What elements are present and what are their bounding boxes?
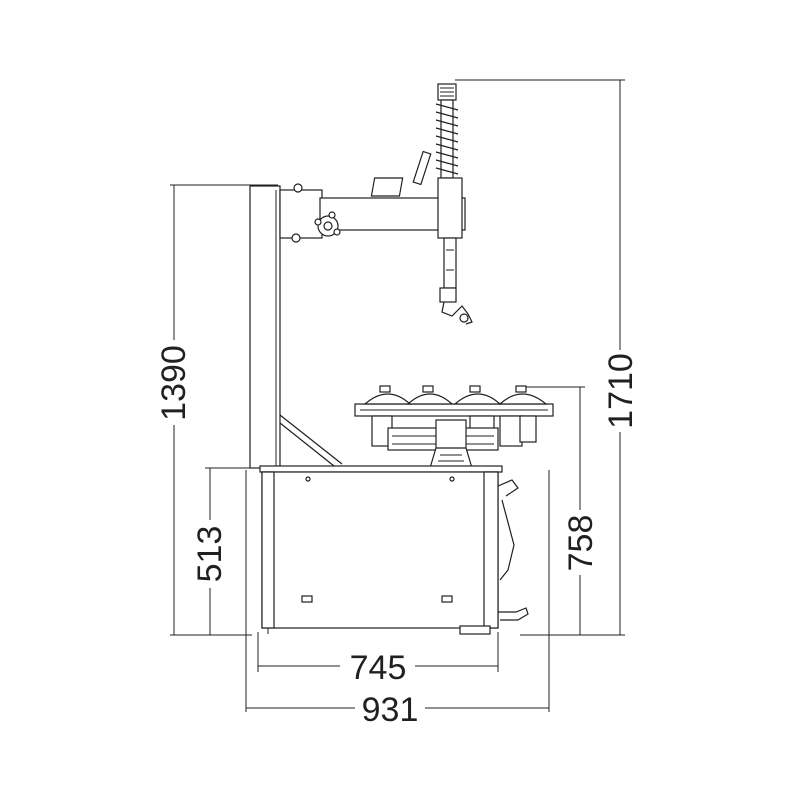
overall-height-label: 1710 — [602, 353, 640, 429]
mount-head — [439, 287, 473, 325]
overall-width-label: 931 — [362, 691, 419, 729]
dimension-lines — [170, 79, 625, 712]
handle-lever — [370, 150, 432, 197]
cabinet-slot-right — [441, 595, 453, 603]
turntable — [354, 385, 554, 469]
cabinet-slot-left — [301, 595, 313, 603]
cabinet-height-label: 513 — [191, 526, 229, 583]
clamp-jaws — [363, 385, 548, 405]
side-pedal — [497, 479, 529, 621]
cabinet-base — [259, 465, 529, 635]
column-height-label: 1390 — [155, 345, 193, 421]
vertical-shaft-assembly — [370, 83, 473, 325]
arm-lock-knob — [314, 211, 341, 237]
base-depth-label: 745 — [350, 649, 407, 687]
tire-changer-machine — [249, 83, 554, 635]
turntable-height-label: 758 — [562, 515, 600, 572]
